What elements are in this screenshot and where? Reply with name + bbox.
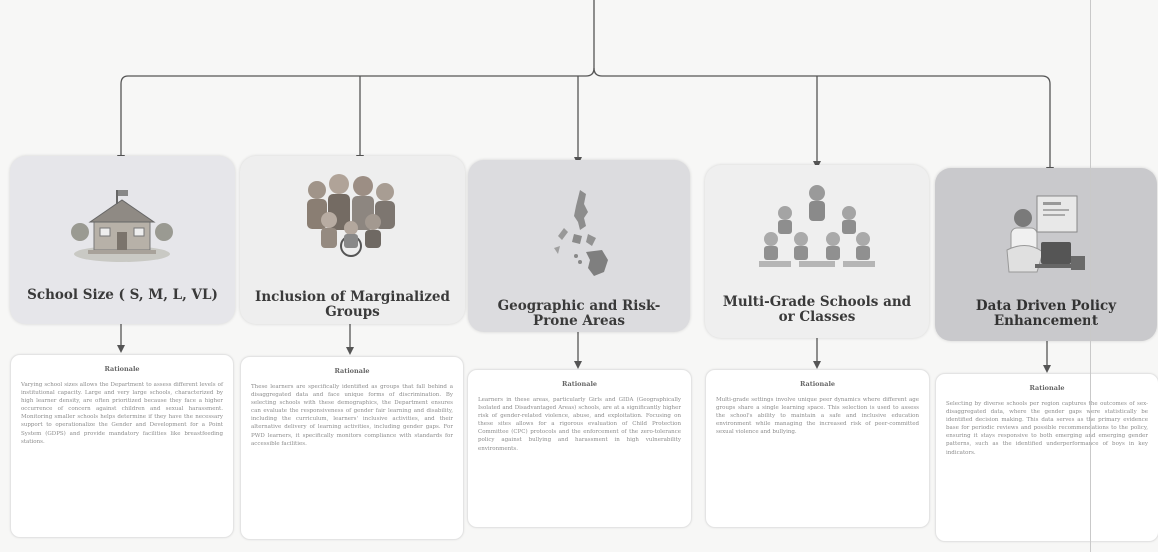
category-title: Data Driven Policy Enhancement: [975, 298, 1117, 329]
category-card-data-driven: Data Driven Policy Enhancement: [935, 168, 1157, 341]
teacher-laptop-icon: [1006, 195, 1085, 273]
category-card-geographic-risk: Geographic and Risk-Prone Areas: [468, 160, 690, 332]
category-card-school-size: School Size ( S, M, L, VL): [10, 156, 235, 324]
rationale-text: Multi-grade settings involve unique peer…: [716, 397, 919, 436]
category-title: Geographic and Risk-Prone Areas: [497, 298, 661, 329]
rationale-text: Varying school sizes allows the Departme…: [21, 382, 223, 445]
category-title: Multi-Grade Schools and or Classes: [722, 294, 912, 325]
rationale-label: Rationale: [799, 380, 836, 388]
school-building-icon: [71, 190, 173, 262]
rationale-box: Rationale Multi-grade settings involve u…: [705, 369, 930, 528]
rationale-label: Rationale: [334, 367, 370, 375]
rationale-box: Rationale Varying school sizes allows th…: [10, 354, 234, 538]
diverse-group-icon: [307, 174, 395, 257]
scan-artifact-line: [1090, 0, 1091, 552]
rationale-label: Rationale: [561, 380, 598, 388]
classroom-children-icon: [759, 185, 875, 267]
rationale-label: Rationale: [104, 365, 140, 373]
philippines-map-icon: [554, 190, 608, 276]
rationale-text: Selecting by diverse schools per region …: [946, 401, 1148, 456]
category-title: Inclusion of Marginalized Groups: [255, 289, 450, 320]
rationale-box: Rationale These learners are specificall…: [240, 356, 464, 540]
rationale-text: Learners in these areas, particularly Gi…: [478, 397, 681, 452]
category-card-marginalized-groups: Inclusion of Marginalized Groups: [240, 156, 465, 324]
rationale-text: These learners are specifically identifi…: [251, 384, 453, 447]
rationale-label: Rationale: [1029, 384, 1065, 392]
rationale-box: Rationale Selecting by diverse schools p…: [935, 373, 1158, 542]
category-title: School Size ( S, M, L, VL): [27, 287, 218, 303]
category-card-multi-grade: Multi-Grade Schools and or Classes: [705, 165, 929, 338]
rationale-box: Rationale Learners in these areas, parti…: [467, 369, 692, 528]
